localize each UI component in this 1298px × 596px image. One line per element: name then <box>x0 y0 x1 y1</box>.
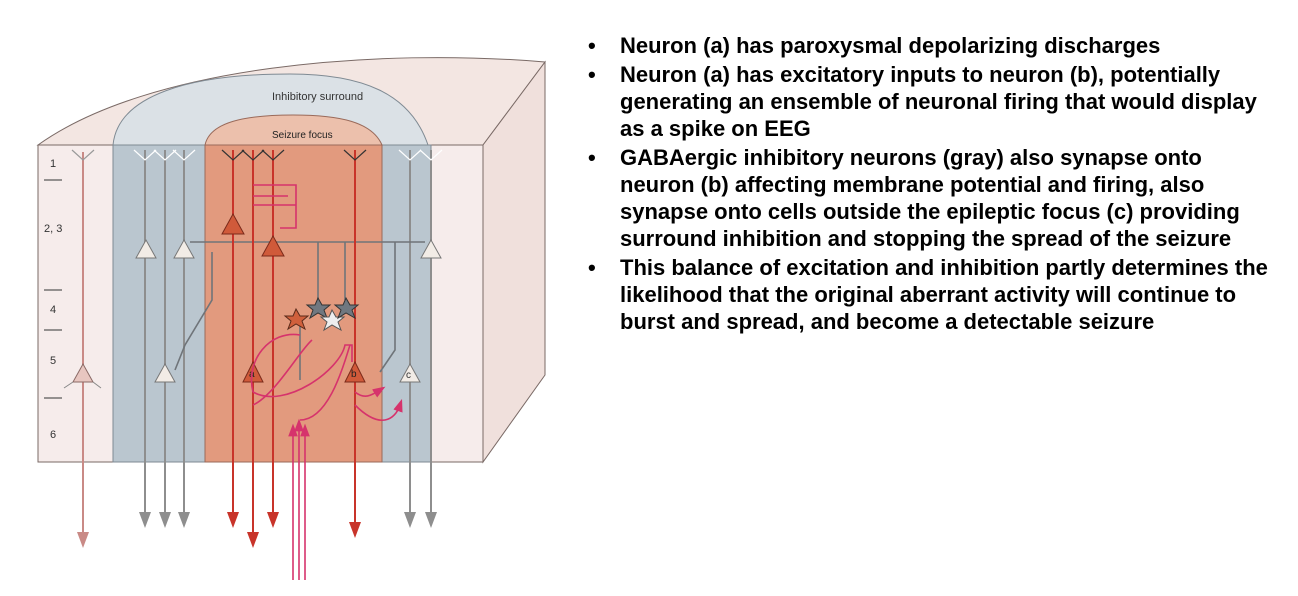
seizure-focus-front <box>204 144 383 463</box>
interneuron-red <box>283 307 310 331</box>
surround-cell-left-3 <box>154 362 176 383</box>
focus-cell-upper-2 <box>261 234 285 257</box>
layer-2-3-label: 2, 3 <box>44 223 62 235</box>
interneuron-gray-2 <box>333 296 360 320</box>
cortical-seizure-diagram: Inhibitory surround Seizure focus 1 2, 3… <box>36 57 546 580</box>
bullet-marker: • <box>588 145 596 170</box>
focus-neurons <box>221 149 367 548</box>
surround-neurons-left <box>133 149 196 528</box>
excitatory-connections <box>250 184 403 422</box>
interneuron-gray-1 <box>305 296 332 320</box>
inhibitory-connections <box>174 241 425 380</box>
interneuron-light <box>319 308 346 332</box>
neuron-b-label: b <box>351 369 357 380</box>
outer-pyramidal-neuron <box>63 149 102 548</box>
bullet-item: • Neuron (a) has paroxysmal depolarizing … <box>588 32 1278 59</box>
bullet-item: • This balance of excitation and inhibiti… <box>588 254 1278 335</box>
bullet-list: • Neuron (a) has paroxysmal depolarizing … <box>588 32 1278 337</box>
neuron-c <box>399 362 421 383</box>
bullet-text: Neuron (a) has paroxysmal depolarizing d… <box>620 33 1161 58</box>
layer-5-label: 5 <box>50 355 56 367</box>
neuron-b <box>344 360 366 383</box>
layer-1-label: 1 <box>50 158 56 170</box>
bullet-text: This balance of excitation and inhibitio… <box>620 255 1268 334</box>
bullet-text: GABAergic inhibitory neurons (gray) also… <box>620 145 1240 251</box>
inhibitory-surround-label: Inhibitory surround <box>272 91 363 103</box>
bullet-marker: • <box>588 33 596 58</box>
bullet-text: Neuron (a) has excitatory inputs to neur… <box>620 62 1257 141</box>
bullet-marker: • <box>588 255 596 280</box>
afferent-input-fibers <box>288 418 310 580</box>
layer-4-label: 4 <box>50 304 56 316</box>
seizure-focus-arch <box>204 114 383 146</box>
surround-cell-left-1 <box>135 238 157 259</box>
layer-6-label: 6 <box>50 429 56 441</box>
surround-cell-left-2 <box>173 238 195 259</box>
bullet-item: • Neuron (a) has excitatory inputs to neu… <box>588 61 1278 142</box>
focus-cell-upper-1 <box>221 212 245 235</box>
bullet-item: • GABAergic inhibitory neurons (gray) als… <box>588 144 1278 252</box>
neuron-a <box>242 360 264 383</box>
bullet-marker: • <box>588 62 596 87</box>
layer-markers <box>44 179 62 399</box>
seizure-focus-label: Seizure focus <box>272 130 333 141</box>
neuron-c-label: c <box>406 370 411 381</box>
surround-cell-right-upper <box>420 238 442 259</box>
surround-neurons-right <box>398 149 443 528</box>
